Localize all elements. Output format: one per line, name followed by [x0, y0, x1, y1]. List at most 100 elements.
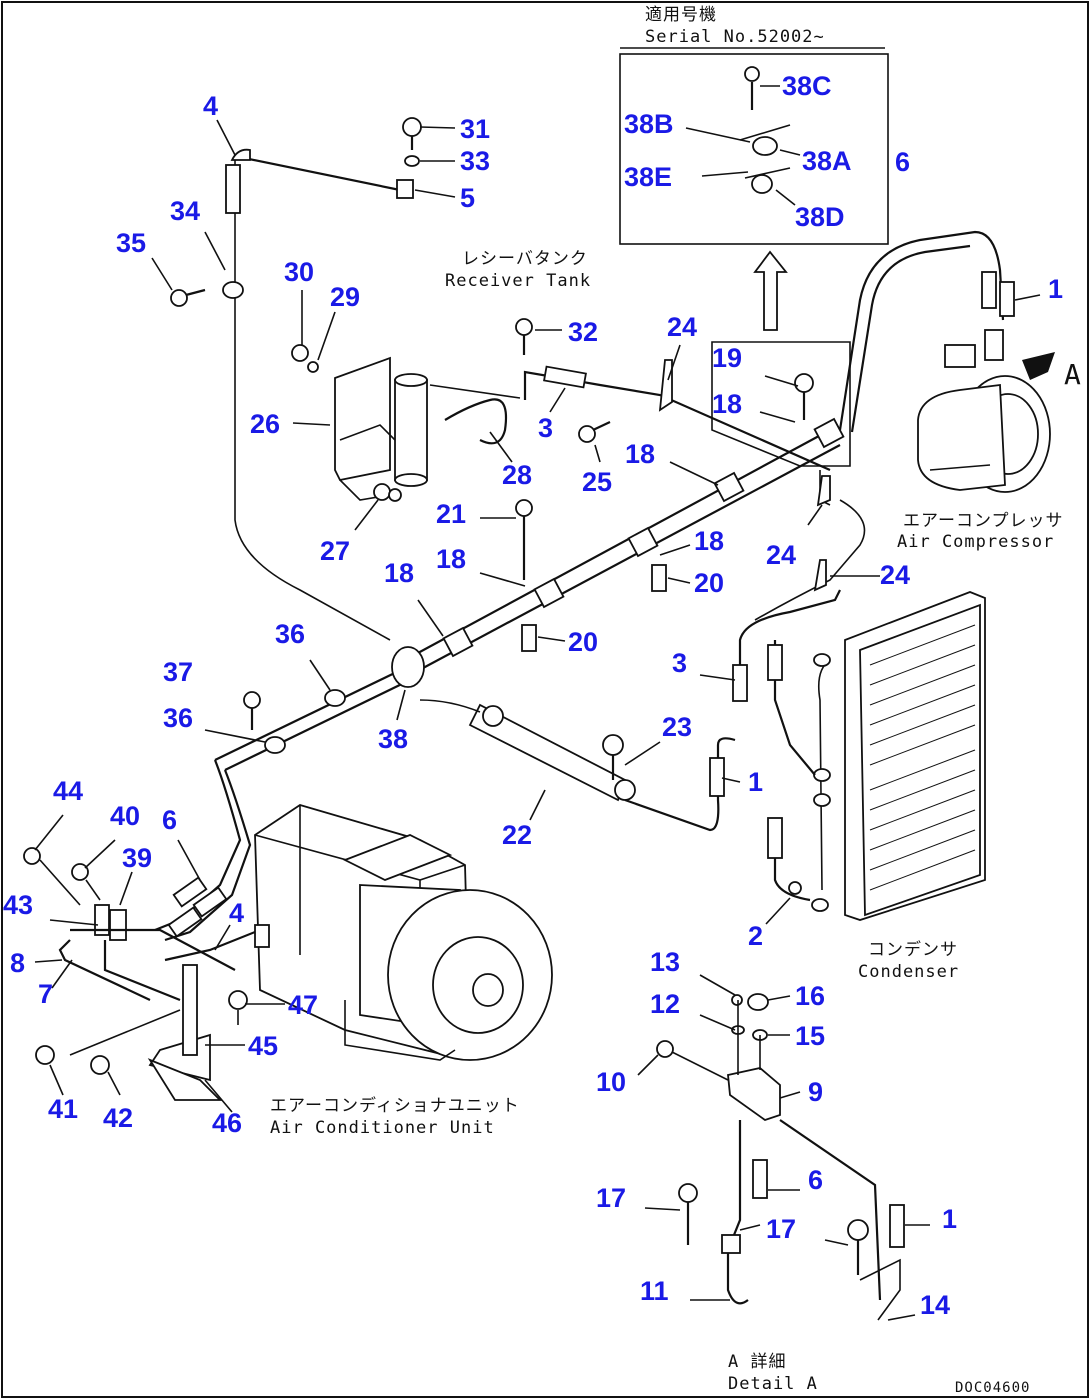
label-15: 15 — [795, 1021, 825, 1051]
label-4-low: 4 — [229, 898, 244, 928]
label-33: 33 — [460, 146, 490, 176]
label-19: 19 — [712, 343, 742, 373]
label-13: 13 — [650, 947, 680, 977]
label-1-top: 1 — [1048, 274, 1063, 304]
receiver-tank — [394, 373, 428, 487]
label-32: 32 — [568, 317, 598, 347]
label-28: 28 — [502, 460, 532, 490]
label-47: 47 — [288, 990, 318, 1020]
label-11: 11 — [640, 1276, 669, 1306]
serial-caption-en: Serial No.52002~ — [645, 27, 825, 47]
bracket-26 — [334, 356, 396, 501]
serial-inset — [619, 47, 889, 245]
label-1-mid: 1 — [748, 767, 763, 797]
label-9: 9 — [808, 1077, 823, 1107]
label-17-b: 17 — [766, 1214, 796, 1244]
label-36-a: 36 — [275, 619, 305, 649]
condenser — [811, 591, 986, 921]
compressor-caption-jp: エアーコンプレッサ — [903, 511, 1064, 531]
label-6-top: 6 — [895, 147, 910, 177]
hose-22 — [419, 699, 736, 832]
label-20-a: 20 — [694, 568, 724, 598]
label-45: 45 — [248, 1031, 278, 1061]
label-38E: 38E — [624, 162, 672, 192]
label-5: 5 — [460, 183, 475, 213]
label-3-top: 3 — [538, 413, 553, 443]
compressor-caption-en: Air Compressor — [897, 532, 1055, 552]
label-18-c: 18 — [436, 544, 466, 574]
view-marker-a: A — [1064, 358, 1082, 391]
label-38A: 38A — [802, 146, 852, 176]
label-18-a: 18 — [625, 439, 655, 469]
label-29: 29 — [330, 282, 360, 312]
label-26: 26 — [250, 409, 280, 439]
label-38B: 38B — [624, 109, 674, 139]
hose-28 — [444, 398, 508, 445]
label-12: 12 — [650, 989, 680, 1019]
leader-lines — [34, 119, 1041, 1321]
label-23: 23 — [662, 712, 692, 742]
label-35: 35 — [116, 228, 146, 258]
label-20-b: 20 — [568, 627, 598, 657]
hose-6-left — [154, 759, 242, 932]
bracket-assembly-left — [23, 847, 236, 1101]
label-38C: 38C — [782, 71, 832, 101]
label-34: 34 — [170, 196, 200, 226]
label-38: 38 — [378, 724, 408, 754]
label-39: 39 — [122, 843, 152, 873]
label-46: 46 — [212, 1108, 242, 1138]
receiver-caption-jp: レシーバタンク — [462, 249, 588, 269]
air-conditioner-unit — [254, 804, 553, 1061]
label-30: 30 — [284, 257, 314, 287]
label-22: 22 — [502, 820, 532, 850]
label-27: 27 — [320, 536, 350, 566]
label-31: 31 — [460, 114, 490, 144]
inset-arrow — [753, 250, 788, 331]
label-24-right: 24 — [880, 560, 910, 590]
label-40: 40 — [110, 801, 140, 831]
label-18-b: 18 — [694, 526, 724, 556]
condenser-caption-en: Condenser — [858, 962, 960, 982]
label-6-detail: 6 — [808, 1165, 823, 1195]
label-14: 14 — [920, 1290, 950, 1320]
label-16: 16 — [795, 981, 825, 1011]
part-labels: 4 31 33 5 34 35 30 29 26 27 28 32 3 25 2… — [3, 71, 1063, 1320]
label-37: 37 — [163, 657, 193, 687]
air-compressor — [917, 329, 1055, 493]
label-18-d: 18 — [384, 558, 414, 588]
acunit-caption-en: Air Conditioner Unit — [270, 1118, 495, 1138]
label-3-right: 3 — [672, 648, 687, 678]
label-18-box: 18 — [712, 389, 742, 419]
callout-box — [711, 341, 851, 467]
detail-a — [656, 993, 905, 1321]
hose-6-upper — [838, 230, 1005, 431]
condenser-caption-jp: コンデンサ — [868, 940, 958, 960]
receiver-caption-en: Receiver Tank — [445, 271, 592, 291]
label-24-mid: 24 — [766, 540, 796, 570]
label-8: 8 — [10, 948, 25, 978]
label-21: 21 — [436, 499, 466, 529]
label-7: 7 — [38, 979, 53, 1009]
label-17-a: 17 — [596, 1183, 626, 1213]
acunit-caption-jp: エアーコンディショナユニット — [270, 1096, 520, 1116]
label-1-detail: 1 — [942, 1204, 957, 1234]
label-41: 41 — [48, 1094, 78, 1124]
hose-2 — [773, 820, 811, 902]
detail-caption-en: Detail A — [728, 1374, 818, 1394]
label-44: 44 — [53, 776, 83, 806]
label-10: 10 — [596, 1067, 626, 1097]
label-38D: 38D — [795, 202, 845, 232]
serial-caption-jp: 適用号機 — [645, 5, 717, 25]
label-42: 42 — [103, 1103, 133, 1133]
hose-3-condenser — [738, 589, 841, 700]
label-2: 2 — [748, 921, 763, 951]
main-pipes — [214, 417, 845, 771]
label-24-top: 24 — [667, 312, 697, 342]
label-6-left: 6 — [162, 805, 177, 835]
drawing-code: DOC04600 — [955, 1380, 1031, 1396]
label-36-b: 36 — [163, 703, 193, 733]
label-43: 43 — [3, 890, 33, 920]
detail-caption-jp: A 詳細 — [728, 1352, 787, 1372]
